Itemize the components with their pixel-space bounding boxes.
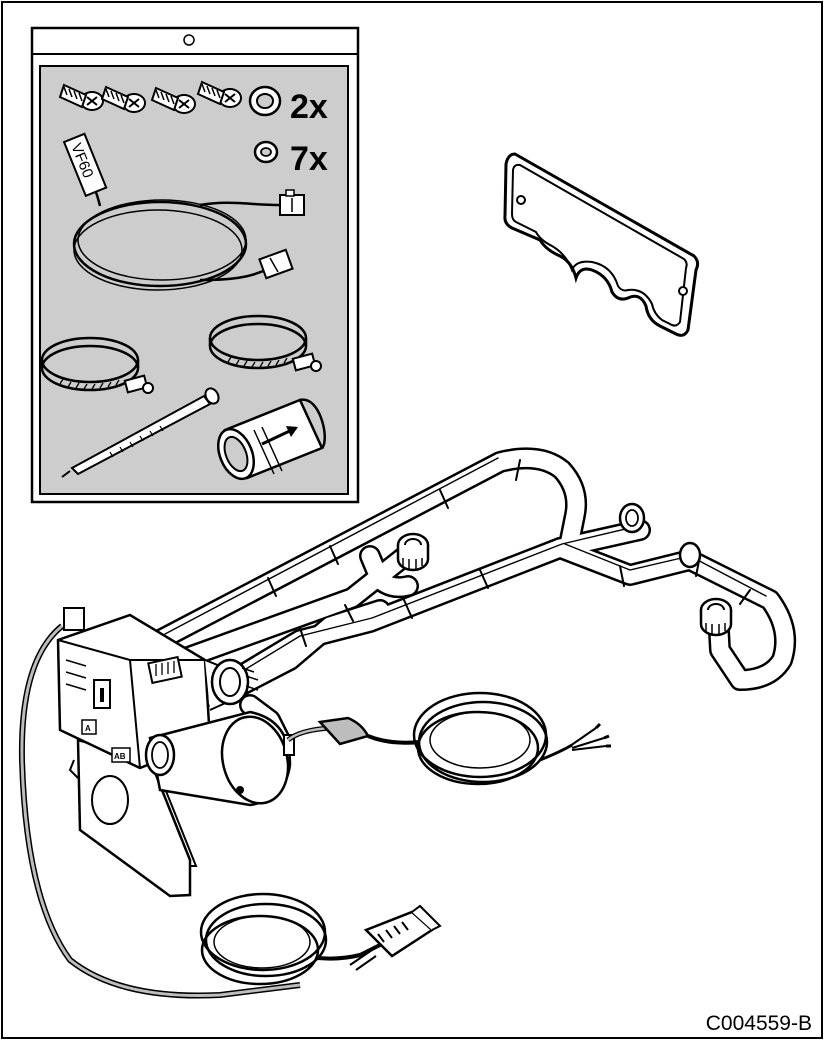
pipe-connector-4	[678, 541, 702, 569]
pipe-connector-2	[699, 597, 733, 637]
figure-reference-code: C004559-B	[706, 1012, 812, 1035]
sensor-cable-installed	[286, 716, 421, 746]
accessory-bag: 2x 7x VF60	[30, 26, 360, 504]
power-cable-coil	[199, 892, 381, 986]
pipe-connector-1	[396, 532, 430, 572]
gasket-plate	[503, 152, 700, 337]
sensor-wire-ends	[569, 722, 611, 751]
seal-large-icon	[248, 85, 282, 117]
sensor-probe	[258, 248, 294, 280]
bag-hang-hole	[183, 34, 195, 46]
sensor-connector	[279, 189, 305, 216]
sensor-cable-coil	[412, 691, 573, 786]
pipe-connector-3	[618, 502, 646, 534]
pipe-adapter	[217, 398, 327, 481]
seal-small-quantity: 7x	[290, 140, 328, 178]
fitting-tool	[61, 387, 220, 478]
gasket-hole-left	[516, 195, 526, 205]
power-cable	[18, 623, 301, 999]
valve-actuator: A AB	[56, 607, 295, 898]
port-a-label: A	[85, 724, 91, 733]
gasket-hole-right	[678, 286, 688, 296]
seal-small-icon	[253, 140, 279, 164]
pipe-assembly	[149, 447, 797, 751]
port-ab-label: AB	[114, 752, 126, 761]
seal-large-quantity: 2x	[290, 88, 328, 126]
power-connector	[349, 904, 442, 971]
